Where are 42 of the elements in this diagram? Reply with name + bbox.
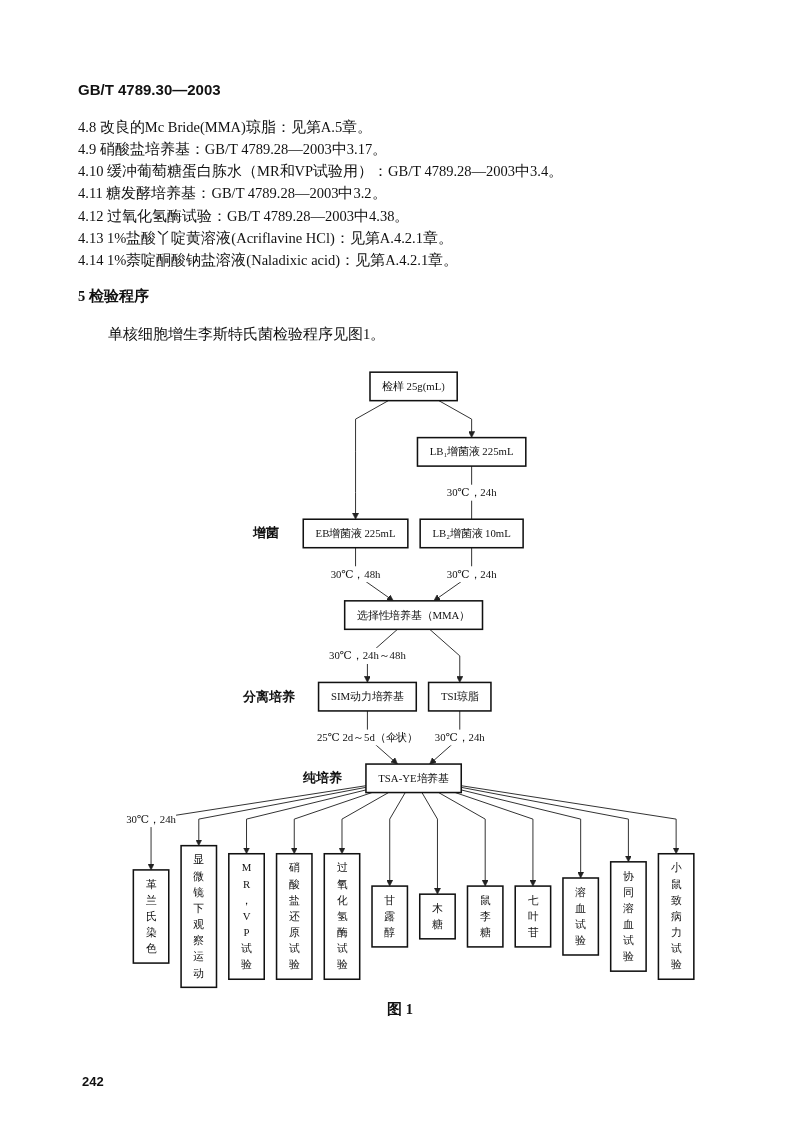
node-box: EB增菌液 225mL bbox=[302, 518, 409, 549]
edge-label: 30℃，24h bbox=[434, 731, 485, 744]
node-box: 甘露醇 bbox=[371, 885, 409, 948]
list-item: 4.8 改良的Mc Bride(MMA)琼脂：见第A.5章。 bbox=[78, 118, 373, 137]
node-box: LB₁增菌液 225mL bbox=[416, 436, 527, 467]
node-box: TSA-YE培养基 bbox=[365, 763, 462, 794]
page-number: 242 bbox=[82, 1073, 104, 1091]
node-box: 七叶苷 bbox=[514, 885, 552, 948]
node-box: 选择性培养基（MMA） bbox=[343, 600, 484, 631]
document-header: GB/T 4789.30—2003 bbox=[78, 80, 221, 100]
edge-label: 30℃，24h～48h bbox=[329, 650, 406, 662]
node-box: MR，VP试验 bbox=[228, 853, 265, 980]
stage-label: 增菌 bbox=[253, 524, 280, 543]
list-item: 4.10 缓冲葡萄糖蛋白胨水（MR和VP试验用）：GB/T 4789.28—2003中3.4。 bbox=[78, 162, 564, 181]
list-item: 4.11 糖发酵培养基：GB/T 4789.28—2003中3.2。 bbox=[78, 184, 387, 203]
node-box: 显微镜下观察运动 bbox=[180, 844, 218, 989]
edge-label: 30℃，24h bbox=[446, 486, 497, 499]
node-box: 过氧化氢酶试验 bbox=[323, 853, 361, 980]
stage-label: 分离培养 bbox=[242, 687, 295, 706]
paragraph: 单核细胞增生李斯特氏菌检验程序见图1。 bbox=[108, 325, 386, 344]
edge-label: 30℃，48h bbox=[330, 568, 381, 581]
list-item: 4.14 1%萘啶酮酸钠盐溶液(Naladixic acid)：见第A.4.2.1章。 bbox=[78, 251, 459, 270]
list-item: 4.9 硝酸盐培养基：GB/T 4789.28—2003中3.17。 bbox=[78, 140, 388, 159]
list-item: 4.13 1%盐酸丫啶黄溶液(Acriflavine HCl)：见第A.4.2.1章。 bbox=[78, 229, 453, 248]
edge-label: 30℃，24h bbox=[446, 568, 497, 581]
list-item: 4.12 过氧化氢酶试验：GB/T 4789.28—2003中4.38。 bbox=[78, 207, 410, 226]
node-box: 检样 25g(mL) bbox=[369, 371, 458, 402]
node-box: TSI琼脂 bbox=[427, 681, 492, 712]
node-box: LB₂增菌液 10mL bbox=[419, 518, 524, 549]
node-box: 小鼠致病力试验 bbox=[657, 853, 695, 980]
node-box: 鼠李糖 bbox=[466, 885, 504, 948]
figure-caption: 图 1 bbox=[387, 999, 413, 1019]
edge-label: 30℃，24h bbox=[126, 813, 176, 825]
node-box: 溶血试验 bbox=[562, 877, 600, 956]
node-box: 硝酸盐还原试验 bbox=[275, 853, 313, 980]
section-heading: 5 检验程序 bbox=[78, 287, 149, 306]
node-box: SIM动力培养基 bbox=[317, 681, 418, 712]
node-box: 木糖 bbox=[419, 893, 456, 940]
node-box: 协同溶血试验 bbox=[609, 861, 647, 972]
edge-label: 25℃ 2d～5d（伞状） bbox=[316, 731, 418, 744]
stage-label: 纯培养 bbox=[302, 769, 342, 788]
node-box: 革兰氏染色 bbox=[132, 869, 170, 964]
